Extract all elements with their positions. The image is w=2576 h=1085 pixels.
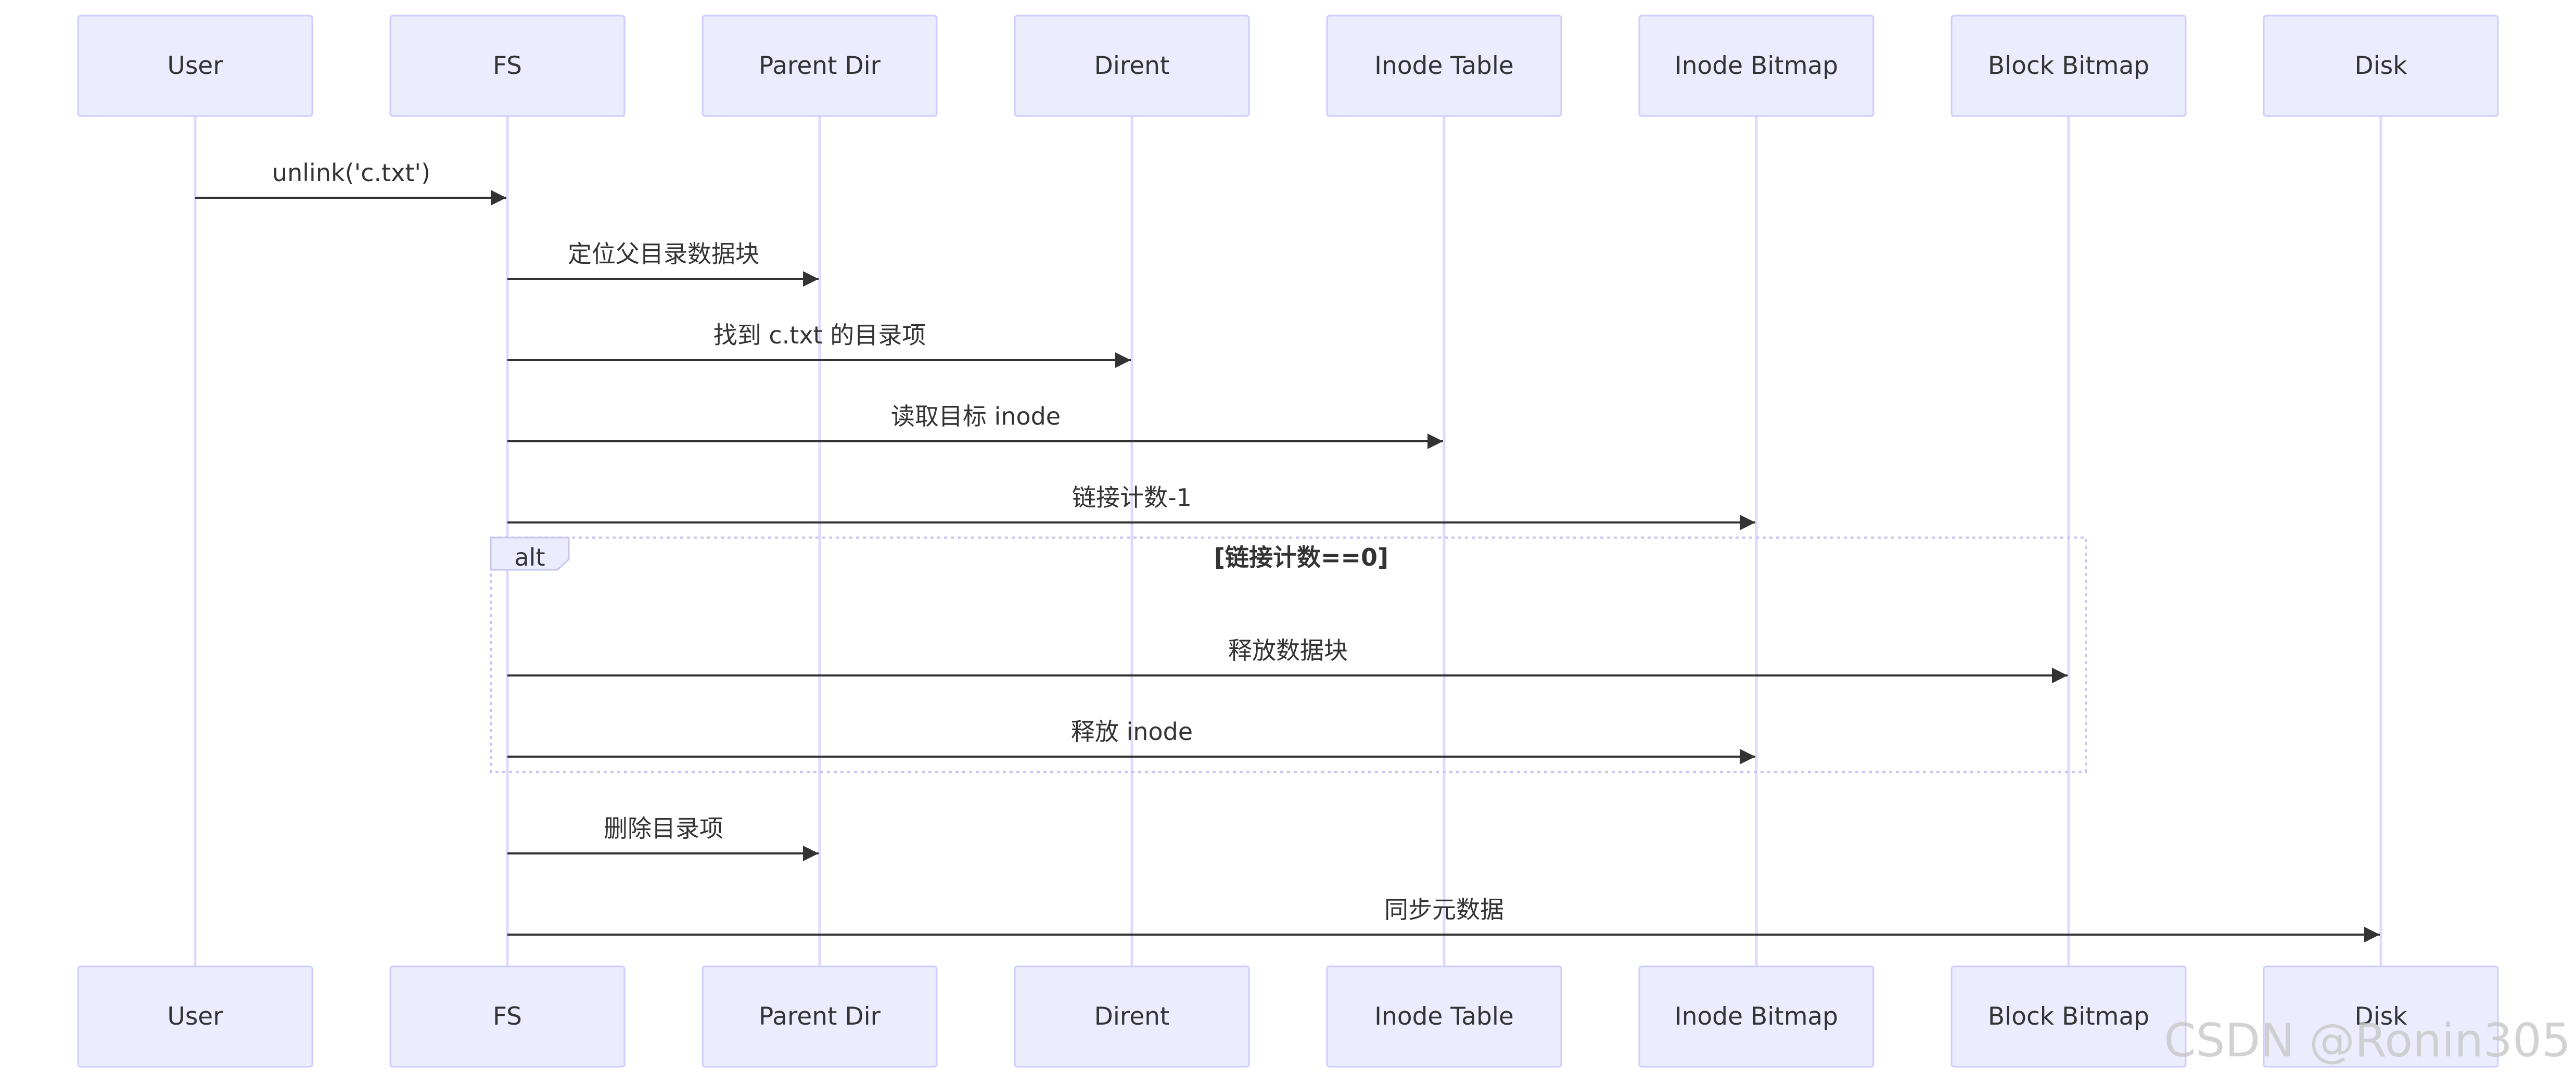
- alt-frame-tab: [490, 537, 570, 571]
- message-6: 释放数据块: [507, 636, 2068, 683]
- message-label: unlink('c.txt'): [272, 159, 430, 187]
- actor-label: Inode Table: [1374, 52, 1514, 80]
- actor-inode-table-top: Inode Table: [1326, 15, 1562, 117]
- actor-box: [389, 15, 626, 117]
- alt-frame: alt [链接计数==0]: [490, 537, 2087, 773]
- actor-label: Inode Bitmap: [1675, 1002, 1838, 1031]
- actor-label: FS: [493, 1002, 522, 1031]
- message-4: 读取目标 inode: [507, 402, 1443, 449]
- actor-dirent-bottom: Dirent: [1014, 965, 1250, 1068]
- actor-parent-dir-bottom: Parent Dir: [702, 965, 938, 1068]
- message-2: 定位父目录数据块: [507, 240, 819, 287]
- message-label: 读取目标 inode: [891, 402, 1061, 430]
- actor-label: Parent Dir: [759, 1002, 881, 1031]
- actor-box: [1326, 965, 1562, 1068]
- message-label: 释放数据块: [1228, 636, 1348, 665]
- watermark: CSDN @Ronin305: [2164, 1014, 2571, 1067]
- actor-label: Dirent: [1094, 1002, 1170, 1031]
- actor-label: User: [167, 52, 223, 80]
- message-label: 链接计数-1: [1072, 483, 1192, 512]
- actor-label: Inode Table: [1374, 1002, 1514, 1031]
- actor-dirent-top: Dirent: [1014, 15, 1250, 117]
- actor-label: Disk: [2355, 1002, 2408, 1031]
- message-label: 定位父目录数据块: [568, 240, 759, 268]
- actor-label: FS: [493, 52, 522, 80]
- actor-box: [2263, 15, 2499, 117]
- actor-box: [1950, 15, 2187, 117]
- actor-inode-bitmap-bottom: Inode Bitmap: [1638, 965, 1874, 1068]
- actor-box: [77, 15, 313, 117]
- message-label: 删除目录项: [604, 814, 723, 843]
- actor-user-top: User: [77, 15, 313, 117]
- actor-fs-top: FS: [389, 15, 626, 117]
- actor-block-bitmap-top: Block Bitmap: [1950, 15, 2187, 117]
- alt-frame-condition: [链接计数==0]: [1214, 543, 1388, 571]
- message-3: 找到 c.txt 的目录项: [507, 321, 1131, 368]
- actor-box: [77, 965, 313, 1068]
- message-label: 找到 c.txt 的目录项: [713, 321, 926, 349]
- message-9: 同步元数据: [507, 896, 2380, 942]
- actor-label: Block Bitmap: [1988, 1002, 2149, 1031]
- message-7: 释放 inode: [507, 718, 1755, 764]
- actor-box: [2263, 965, 2499, 1068]
- message-5: 链接计数-1: [507, 483, 1755, 530]
- alt-frame-border: [490, 537, 2087, 773]
- actor-box: [702, 15, 938, 117]
- actor-label: Parent Dir: [759, 52, 881, 80]
- message-8: 删除目录项: [507, 814, 819, 861]
- actor-box: [389, 965, 626, 1068]
- actor-box: [702, 965, 938, 1068]
- actor-parent-dir-top: Parent Dir: [702, 15, 938, 117]
- actor-box: [1638, 15, 1874, 117]
- actor-label: Disk: [2355, 52, 2408, 80]
- actor-disk-top: Disk: [2263, 15, 2499, 117]
- actor-box: [1014, 15, 1250, 117]
- actor-label: Dirent: [1094, 52, 1170, 80]
- actor-label: Block Bitmap: [1988, 52, 2149, 80]
- actor-disk-bottom: Disk: [2263, 965, 2499, 1068]
- alt-frame-label: alt: [514, 543, 545, 571]
- actor-box: [1950, 965, 2187, 1068]
- message-1: unlink('c.txt'): [195, 159, 506, 206]
- message-label: 同步元数据: [1384, 896, 1504, 924]
- actor-label: Inode Bitmap: [1675, 52, 1838, 80]
- actor-label: User: [167, 1002, 223, 1031]
- actor-block-bitmap-bottom: Block Bitmap: [1950, 965, 2187, 1068]
- actor-box: [1326, 15, 1562, 117]
- actor-inode-table-bottom: Inode Table: [1326, 965, 1562, 1068]
- actor-fs-bottom: FS: [389, 965, 626, 1068]
- actor-user-bottom: User: [77, 965, 313, 1068]
- actor-box: [1638, 965, 1874, 1068]
- actor-inode-bitmap-top: Inode Bitmap: [1638, 15, 1874, 117]
- actor-box: [1014, 965, 1250, 1068]
- message-label: 释放 inode: [1071, 718, 1193, 746]
